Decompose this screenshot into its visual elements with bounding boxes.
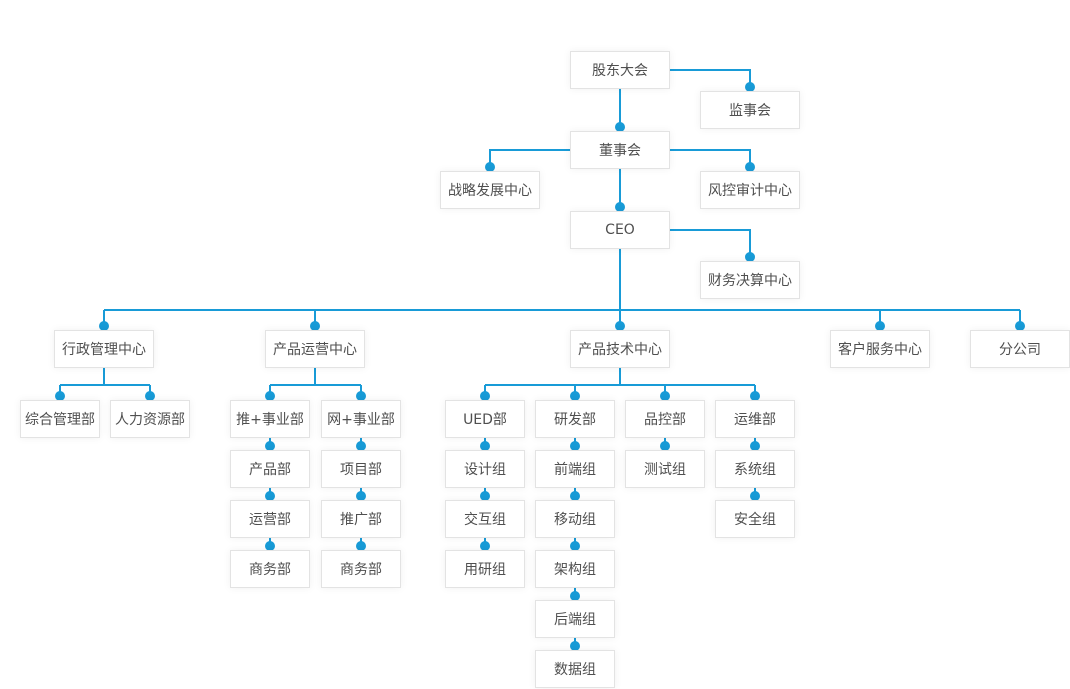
- connector-dot: [356, 391, 366, 401]
- connector-dot: [875, 321, 885, 331]
- org-node-product-tech-center: 产品技术中心: [570, 330, 670, 368]
- connector-dot: [55, 391, 65, 401]
- connector-line: [670, 69, 751, 91]
- connector-dot: [570, 641, 580, 651]
- org-node-tui-business-unit: 推+事业部: [230, 400, 310, 438]
- connector-dot: [750, 441, 760, 451]
- org-node-shareholders-meeting: 股东大会: [570, 51, 670, 89]
- connector-dot: [99, 321, 109, 331]
- connector-dot: [570, 391, 580, 401]
- connector-dot: [356, 541, 366, 551]
- connector-dot: [570, 441, 580, 451]
- org-node-general-admin-dept: 综合管理部: [20, 400, 100, 438]
- org-node-frontend-group: 前端组: [535, 450, 615, 488]
- connector-dot: [265, 491, 275, 501]
- connector-line: [670, 229, 751, 261]
- connector-line: [670, 149, 751, 171]
- connector-dot: [480, 541, 490, 551]
- connector-dot: [310, 321, 320, 331]
- org-node-data-group: 数据组: [535, 650, 615, 688]
- connector-dot: [1015, 321, 1025, 331]
- org-node-branch-company: 分公司: [970, 330, 1070, 368]
- org-node-business-dept-1: 商务部: [230, 550, 310, 588]
- org-node-product-dept: 产品部: [230, 450, 310, 488]
- connector-dot: [265, 541, 275, 551]
- connector-dot: [745, 252, 755, 262]
- connector-dot: [480, 491, 490, 501]
- org-node-hr-dept: 人力资源部: [110, 400, 190, 438]
- connector-dot: [745, 162, 755, 172]
- org-node-customer-service-center: 客户服务中心: [830, 330, 930, 368]
- org-node-ceo: CEO: [570, 211, 670, 249]
- connector-dot: [485, 162, 495, 172]
- org-node-ued-dept: UED部: [445, 400, 525, 438]
- connector-dot: [570, 491, 580, 501]
- connector-dot: [570, 591, 580, 601]
- org-node-project-dept: 项目部: [321, 450, 401, 488]
- org-node-product-ops-center: 产品运营中心: [265, 330, 365, 368]
- org-node-user-research-group: 用研组: [445, 550, 525, 588]
- org-node-finance-center: 财务决算中心: [700, 261, 800, 299]
- org-node-architecture-group: 架构组: [535, 550, 615, 588]
- org-node-interaction-group: 交互组: [445, 500, 525, 538]
- org-node-rd-dept: 研发部: [535, 400, 615, 438]
- org-node-mobile-group: 移动组: [535, 500, 615, 538]
- connector-dot: [745, 82, 755, 92]
- connector-dot: [750, 491, 760, 501]
- org-node-operation-dept: 运营部: [230, 500, 310, 538]
- connector-line: [489, 149, 570, 171]
- org-node-business-dept-2: 商务部: [321, 550, 401, 588]
- connector-dot: [750, 391, 760, 401]
- org-node-promotion-dept: 推广部: [321, 500, 401, 538]
- connector-dot: [570, 541, 580, 551]
- connector-dot: [265, 441, 275, 451]
- connector-dot: [480, 441, 490, 451]
- connector-dot: [615, 321, 625, 331]
- connector-dot: [265, 391, 275, 401]
- org-node-supervisory-board: 监事会: [700, 91, 800, 129]
- org-node-backend-group: 后端组: [535, 600, 615, 638]
- org-node-risk-audit-center: 风控审计中心: [700, 171, 800, 209]
- connector-dot: [145, 391, 155, 401]
- org-node-board-of-directors: 董事会: [570, 131, 670, 169]
- org-node-system-group: 系统组: [715, 450, 795, 488]
- connector-dot: [660, 441, 670, 451]
- connector-dot: [480, 391, 490, 401]
- connector-dot: [356, 441, 366, 451]
- org-node-maintenance-dept: 运维部: [715, 400, 795, 438]
- connector-dot: [615, 122, 625, 132]
- org-node-design-group: 设计组: [445, 450, 525, 488]
- connector-dot: [356, 491, 366, 501]
- connector-dot: [615, 202, 625, 212]
- org-node-test-group: 测试组: [625, 450, 705, 488]
- connector-dot: [660, 391, 670, 401]
- org-node-strategy-center: 战略发展中心: [440, 171, 540, 209]
- org-node-qc-dept: 品控部: [625, 400, 705, 438]
- org-node-admin-center: 行政管理中心: [54, 330, 154, 368]
- org-node-security-group: 安全组: [715, 500, 795, 538]
- org-node-wang-business-unit: 网+事业部: [321, 400, 401, 438]
